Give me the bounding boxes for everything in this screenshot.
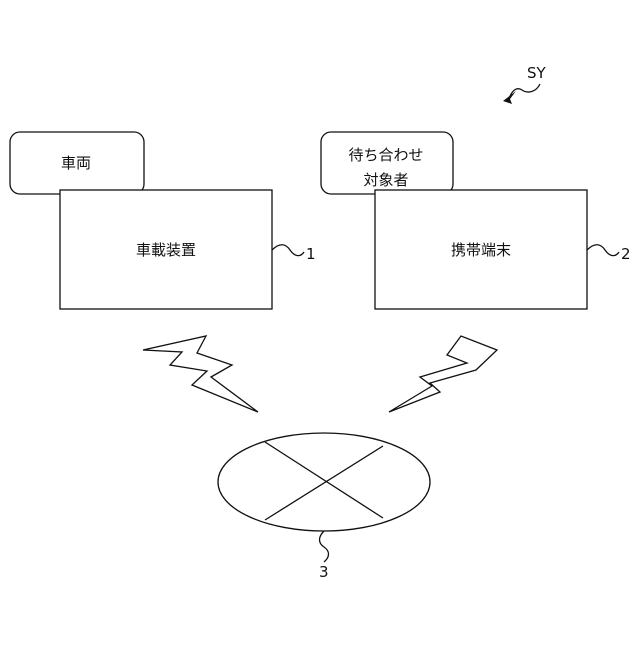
network-ref: 3 (319, 563, 329, 581)
network-leader (320, 531, 329, 562)
vehicle-tab-label: 車両 (61, 154, 91, 172)
mobile-terminal-label: 携帯端末 (451, 241, 511, 259)
in-vehicle-device-ref: 1 (306, 245, 316, 263)
system-ref-arrowhead (503, 91, 516, 104)
network-ellipse (218, 433, 430, 531)
right-wireless-bolt (389, 336, 497, 412)
mobile-terminal-leader (587, 245, 619, 256)
meeting-partner-line2: 対象者 (363, 171, 408, 189)
system-ref-leader (510, 84, 540, 96)
system-ref-label: SY (527, 64, 547, 82)
mobile-terminal-ref: 2 (621, 245, 631, 263)
left-wireless-bolt (143, 336, 258, 412)
meeting-partner-line1: 待ち合わせ (348, 146, 423, 164)
in-vehicle-device-leader (272, 245, 304, 256)
in-vehicle-device-label: 車載装置 (136, 241, 196, 259)
